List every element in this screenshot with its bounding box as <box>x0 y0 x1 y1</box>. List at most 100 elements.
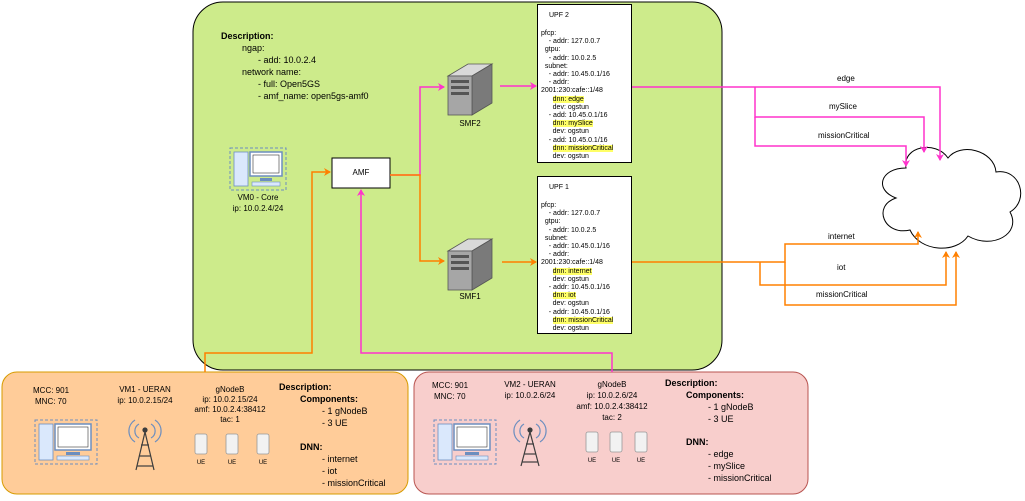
upf2-config-lines: pfcp: - addr: 127.0.0.7 gtpu: - addr: 10… <box>541 30 631 161</box>
ue-label: UE <box>636 458 646 464</box>
upf2-config-line: dev: ogstun <box>541 103 589 111</box>
flow-label-myslice: mySlice <box>829 102 858 111</box>
gnodeb2-ip: ip: 10.0.2.6/24 <box>586 391 638 400</box>
ueran2-component: - 1 gNodeB <box>708 402 754 412</box>
upf2-config-line: dnn: edge <box>552 95 584 103</box>
link-mission-top <box>754 117 910 167</box>
upf1-config-line: - addr: 10.45.0.1/16 <box>541 284 610 292</box>
vm2-ip: ip: 10.0.2.6/24 <box>504 391 556 400</box>
link-edge <box>632 86 944 161</box>
upf2-config-line: - addr: 10.45.0.1/16 <box>541 71 610 79</box>
link-iot <box>759 251 950 286</box>
vm2-computer-icon <box>433 419 497 465</box>
vm1-ip: ip: 10.0.2.15/24 <box>117 396 173 405</box>
smf2-server-icon <box>446 63 494 116</box>
ueran2-components-title: Components: <box>686 390 744 400</box>
link-ueran1-amf <box>204 168 331 372</box>
ueran1-dnn: - internet <box>322 454 358 464</box>
flow-label-internet: internet <box>828 232 855 241</box>
gnodeb2-title: gNodeB <box>597 380 627 389</box>
ueran2-description-title: Description: <box>665 378 718 388</box>
upf2-config-line: gtpu: <box>541 46 561 54</box>
ueran1-dnn: - missionCritical <box>322 478 386 488</box>
gnodeb1-tac: tac: 1 <box>220 415 240 424</box>
upf1-title: UPF 1 <box>549 184 569 191</box>
ueran1-dnn: - iot <box>322 466 338 476</box>
upf1-config-line: dev: ogstun <box>541 325 589 333</box>
link-myslice <box>754 87 928 153</box>
upf1-config-line: dnn: missionCritical <box>552 316 614 324</box>
ueran2-mcc: MCC: 901 <box>432 381 469 390</box>
upf1-config-line: - addr: <box>541 251 570 259</box>
vm0-ip: ip: 10.0.2.4/24 <box>232 204 284 213</box>
ueran2-dnn-title: DNN: <box>686 437 709 447</box>
upf2-config-line: pfcp: <box>541 30 557 37</box>
ueran2-dnn: - missionCritical <box>708 473 772 483</box>
upf2-config-line: - addr: <box>541 79 570 87</box>
vm0-name: VM0 - Core <box>237 193 279 202</box>
ue-phone-icon <box>609 431 623 453</box>
upf1-config-line: 2001:230:cafe::1/48 <box>541 259 603 267</box>
gnodeb1-antenna-icon <box>128 419 162 471</box>
flow-label-edge: edge <box>837 74 855 83</box>
ue-label: UE <box>227 460 237 466</box>
vm2-name: VM2 - UERAN <box>504 380 556 389</box>
link-internet <box>632 231 922 263</box>
upf2-config-line: - addr: 10.0.2.5 <box>541 54 597 62</box>
upf1-config-line: - addr: 10.45.0.1/16 <box>541 308 610 316</box>
upf1-config-line: - addr: 10.0.2.5 <box>541 226 597 234</box>
core-description-title: Description: <box>221 31 274 41</box>
amf-box <box>331 157 391 189</box>
link-amf-smf1 <box>390 174 445 265</box>
ue-phone-icon <box>225 433 239 455</box>
upf1-config-line: - addr: 10.45.0.1/16 <box>541 243 610 251</box>
upf2-config-line: dev: ogstun <box>541 128 589 136</box>
ueran1-dnn-title: DNN: <box>300 442 323 452</box>
vm1-name: VM1 - UERAN <box>119 385 171 394</box>
ue-label: UE <box>587 458 597 464</box>
ue-phone-icon <box>585 431 599 453</box>
ueran2-dnn: - edge <box>708 449 734 459</box>
upf1-config-line: dnn: iot <box>552 292 576 300</box>
flow-label-mission-critical: missionCritical <box>818 131 870 140</box>
ueran1-components-title: Components: <box>300 394 358 404</box>
amf-label: AMF <box>352 168 370 177</box>
upf1-config-line: subnet: <box>541 234 568 242</box>
upf1-config-line: dnn: internet <box>552 267 592 275</box>
upf2-config-line: dnn: missionCritical <box>552 144 614 152</box>
ueran2-component: - 3 UE <box>708 414 734 424</box>
core-description-line: - amf_name: open5gs-amf0 <box>258 91 369 101</box>
upf2-config-line: dnn: mySlice <box>552 120 593 128</box>
core-description-line: - full: Open5GS <box>258 79 321 89</box>
ue-phone-icon <box>194 433 208 455</box>
gnodeb1-amf: amf: 10.0.2.4:38412 <box>194 405 266 414</box>
core-description-line: - add: 10.0.2.4 <box>258 55 317 65</box>
upf1-config-lines: pfcp: - addr: 127.0.0.7 gtpu: - addr: 10… <box>541 202 631 333</box>
upf2-config-line: 2001:230:cafe::1/48 <box>541 87 603 95</box>
upf2-config-line: - addr: 127.0.0.7 <box>541 38 601 46</box>
upf1-config-line: gtpu: <box>541 218 561 226</box>
gnodeb2-antenna-icon <box>513 419 547 467</box>
vm0-computer-icon <box>229 147 287 191</box>
upf2-config-line: - add: 10.45.0.1/16 <box>541 112 608 120</box>
upf2-config-line: subnet: <box>541 62 568 70</box>
core-description-line: network name: <box>242 67 302 77</box>
ueran1-mcc: MCC: 901 <box>33 386 70 395</box>
upf1-config-line: dev: ogstun <box>541 275 589 283</box>
smf1-label: SMF1 <box>459 292 481 301</box>
data-network-cloud-icon <box>882 147 1022 249</box>
upf2-config-line: dev: ogstun <box>541 153 589 161</box>
ue-label: UE <box>611 458 621 464</box>
flow-label-iot: iot <box>837 263 846 272</box>
upf1-config-line: - addr: 127.0.0.7 <box>541 210 601 218</box>
upf2-config-line: - add: 10.45.0.1/16 <box>541 136 608 144</box>
ueran1-mnc: MNC: 70 <box>35 397 67 406</box>
upf1-config-line: dev: ogstun <box>541 300 589 308</box>
upf1-config-line: pfcp: <box>541 202 557 209</box>
ue-label: UE <box>196 460 206 466</box>
ueran2-dnn: - mySlice <box>708 461 746 471</box>
upf1-config-box: UPF 1 pfcp: - addr: 127.0.0.7 gtpu: - ad… <box>537 176 632 334</box>
vm1-computer-icon <box>34 419 98 465</box>
core-description-line: ngap: <box>242 43 265 53</box>
gnodeb1-ip: ip: 10.0.2.15/24 <box>202 395 258 404</box>
